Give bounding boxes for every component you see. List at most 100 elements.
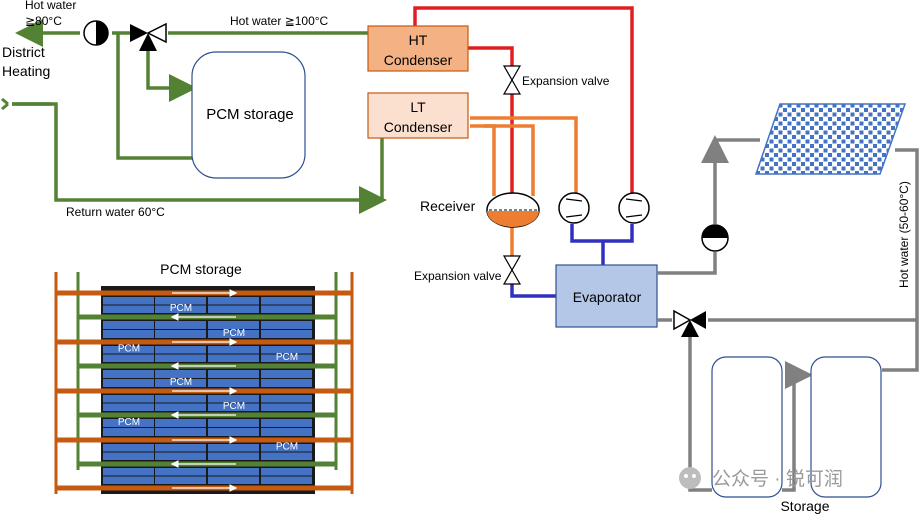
pcm-block bbox=[261, 403, 312, 411]
pcm-block bbox=[155, 321, 206, 329]
pcm-cell-label: PCM bbox=[118, 417, 140, 428]
pcm-block bbox=[103, 297, 154, 305]
lt-compressor-icon bbox=[558, 192, 590, 224]
district-pump-icon bbox=[83, 20, 109, 46]
compressor-suction-line bbox=[570, 224, 634, 243]
pcm-block bbox=[155, 468, 206, 476]
expansion-valve-bottom-icon bbox=[502, 255, 522, 285]
evaporator-inlet-line bbox=[510, 282, 556, 298]
pcm-block bbox=[155, 419, 206, 427]
storage-tank-left bbox=[711, 356, 783, 498]
ht-condenser-label-2: Condenser bbox=[384, 52, 453, 68]
evaporator-loop bbox=[510, 224, 634, 298]
pcm-block bbox=[208, 379, 259, 387]
tank-link-line bbox=[782, 361, 813, 492]
pcm-block bbox=[155, 395, 206, 403]
pcm-block bbox=[155, 444, 206, 452]
storage-tank-right bbox=[810, 356, 882, 498]
watermark: 公众号 · 锐可润 bbox=[679, 467, 843, 490]
hot-water-100-label: Hot water ≧100°C bbox=[230, 14, 329, 28]
pcm-block bbox=[103, 403, 154, 411]
pcm-cell-label: PCM bbox=[118, 344, 140, 355]
pcm-block bbox=[103, 428, 154, 436]
pcm-block bbox=[103, 321, 154, 329]
pcm-cell-label: PCM bbox=[276, 442, 298, 453]
hot-water-out-label: Hot water bbox=[25, 0, 76, 12]
ht-compressor-icon bbox=[618, 192, 650, 224]
pcm-block bbox=[103, 419, 154, 427]
pcm-cell-label: PCM bbox=[223, 401, 245, 412]
receiver-label: Receiver bbox=[420, 198, 476, 214]
lt-condenser-label-1: LT bbox=[410, 99, 426, 115]
pcm-block bbox=[261, 346, 312, 354]
pcm-block bbox=[103, 330, 154, 338]
lt-receiver-feed bbox=[484, 124, 496, 196]
lt-to-receiver-line bbox=[470, 124, 535, 196]
pcm-bypass-line bbox=[116, 33, 192, 160]
pcm-block bbox=[261, 476, 312, 484]
solar-pump-icon bbox=[701, 224, 729, 252]
solar-three-way-valve-icon bbox=[673, 309, 706, 337]
return-water-label: Return water 60°C bbox=[66, 205, 165, 219]
hot-water-temp-label: ≧80°C bbox=[25, 14, 62, 28]
ht-condensate-line bbox=[468, 46, 514, 66]
pcm-block bbox=[155, 476, 206, 484]
ht-condenser-box bbox=[367, 25, 469, 72]
lt-discharge-line bbox=[470, 116, 578, 194]
pcm-storage-tank bbox=[191, 51, 306, 179]
pcm-block bbox=[261, 395, 312, 403]
pcm-cell-label: PCM bbox=[170, 377, 192, 388]
ht-condenser-label-1: HT bbox=[409, 32, 428, 48]
pcm-block bbox=[103, 452, 154, 460]
solar-outlet-line bbox=[882, 148, 919, 372]
pcm-detail-title: PCM storage bbox=[160, 261, 242, 277]
hot-water-solar-label: Hot water (50-60°C) bbox=[897, 181, 911, 288]
pcm-block bbox=[103, 354, 154, 362]
pcm-block bbox=[261, 354, 312, 362]
pcm-storage-label: PCM storage bbox=[206, 106, 294, 123]
pcm-block bbox=[155, 346, 206, 354]
pcm-block bbox=[155, 354, 206, 362]
ht-refrigerant-loop bbox=[413, 6, 634, 195]
lt-condenser-label-2: Condenser bbox=[384, 119, 453, 135]
pcm-block bbox=[208, 297, 259, 305]
pcm-block bbox=[103, 468, 154, 476]
pcm-block bbox=[208, 476, 259, 484]
district-heating-loop bbox=[12, 19, 387, 214]
pcm-block bbox=[208, 452, 259, 460]
pcm-block bbox=[103, 379, 154, 387]
pcm-block bbox=[103, 305, 154, 313]
pcm-block bbox=[261, 330, 312, 338]
pcm-block bbox=[208, 395, 259, 403]
pcm-block bbox=[155, 370, 206, 378]
pcm-block bbox=[155, 330, 206, 338]
evaporator-box bbox=[555, 264, 658, 328]
storage-label: Storage bbox=[780, 498, 829, 514]
pcm-block bbox=[261, 305, 312, 313]
pcm-block bbox=[208, 305, 259, 313]
pcm-cell-label: PCM bbox=[276, 352, 298, 363]
pcm-block bbox=[208, 428, 259, 436]
watermark-text: 公众号 · 锐可润 bbox=[712, 468, 843, 490]
pcm-charge-line bbox=[146, 40, 197, 102]
pcm-block bbox=[155, 305, 206, 313]
pcm-block bbox=[155, 297, 206, 305]
pcm-block bbox=[261, 419, 312, 427]
expansion-valve-bottom-label: Expansion valve bbox=[414, 269, 502, 283]
pcm-block bbox=[103, 370, 154, 378]
pcm-block bbox=[208, 403, 259, 411]
pcm-block bbox=[208, 354, 259, 362]
pcm-block bbox=[103, 346, 154, 354]
pcm-block bbox=[261, 297, 312, 305]
pcm-block bbox=[261, 468, 312, 476]
pcm-block bbox=[261, 321, 312, 329]
pcm-block bbox=[261, 379, 312, 387]
storage-bottom-line bbox=[688, 333, 712, 492]
three-way-valve-icon bbox=[130, 22, 167, 51]
pcm-block bbox=[208, 346, 259, 354]
solar-panel-icon bbox=[754, 103, 907, 175]
receiver-vessel bbox=[486, 192, 540, 228]
pcm-block bbox=[208, 330, 259, 338]
pcm-block bbox=[103, 476, 154, 484]
